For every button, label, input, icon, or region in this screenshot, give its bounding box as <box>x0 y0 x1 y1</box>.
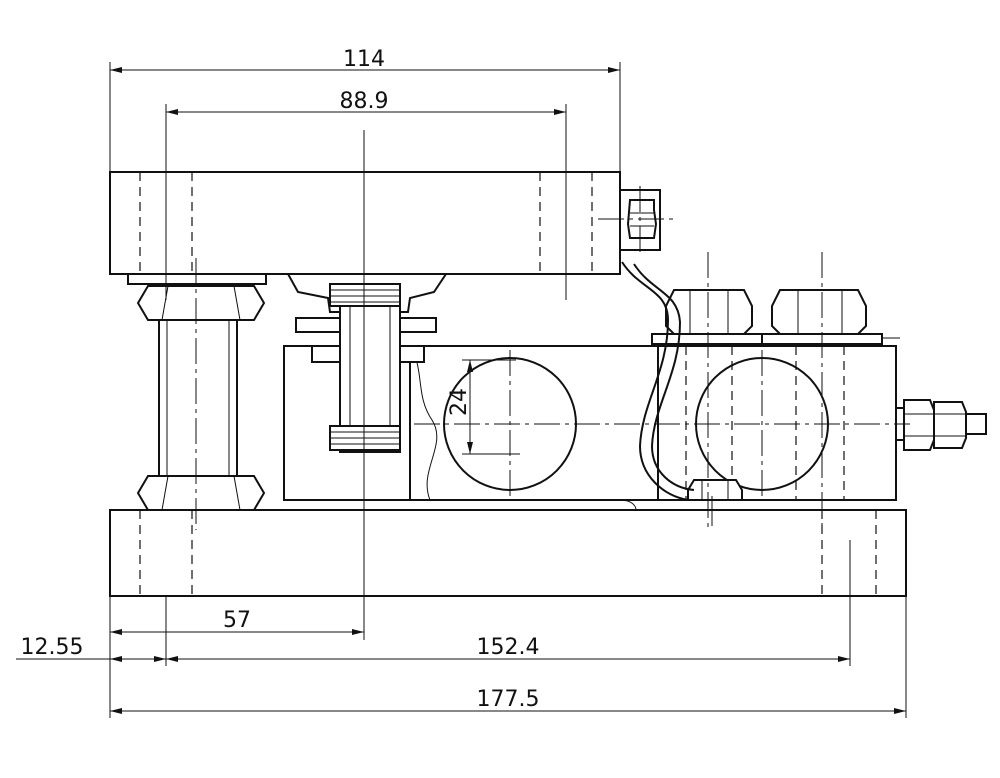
dimension-24: 24 <box>447 360 473 454</box>
dimension-88-9: 88.9 <box>166 89 566 115</box>
right-mounting-block <box>652 337 900 501</box>
dimension-label-57: 57 <box>223 608 251 633</box>
cable-connector <box>895 399 987 451</box>
top-washer <box>127 273 267 285</box>
small-bolt <box>687 479 743 501</box>
left-stud-assembly <box>136 285 266 511</box>
dimension-57: 57 <box>110 608 364 635</box>
center-lines <box>195 186 910 530</box>
dimension-152-4: 152.4 <box>166 635 850 662</box>
load-pin <box>329 283 401 453</box>
dimension-label-152-4: 152.4 <box>477 635 540 660</box>
dimension-12-55: 12.55 <box>16 635 166 662</box>
lower-hex-nut <box>136 475 266 511</box>
threaded-stud <box>158 319 238 477</box>
dimension-114: 114 <box>110 47 620 73</box>
upper-hex-nut <box>136 285 266 321</box>
dimension-177-5: 177.5 <box>110 687 906 714</box>
dimension-label-177-5: 177.5 <box>477 687 540 712</box>
base-plate <box>109 499 907 597</box>
dimension-label-24: 24 <box>447 388 472 416</box>
dimension-label-88-9: 88.9 <box>340 89 389 114</box>
dimension-label-114: 114 <box>343 47 385 72</box>
dimension-extension-lines <box>109 62 907 718</box>
dimension-label-12-55: 12.55 <box>21 635 84 660</box>
top-plate <box>109 171 621 275</box>
